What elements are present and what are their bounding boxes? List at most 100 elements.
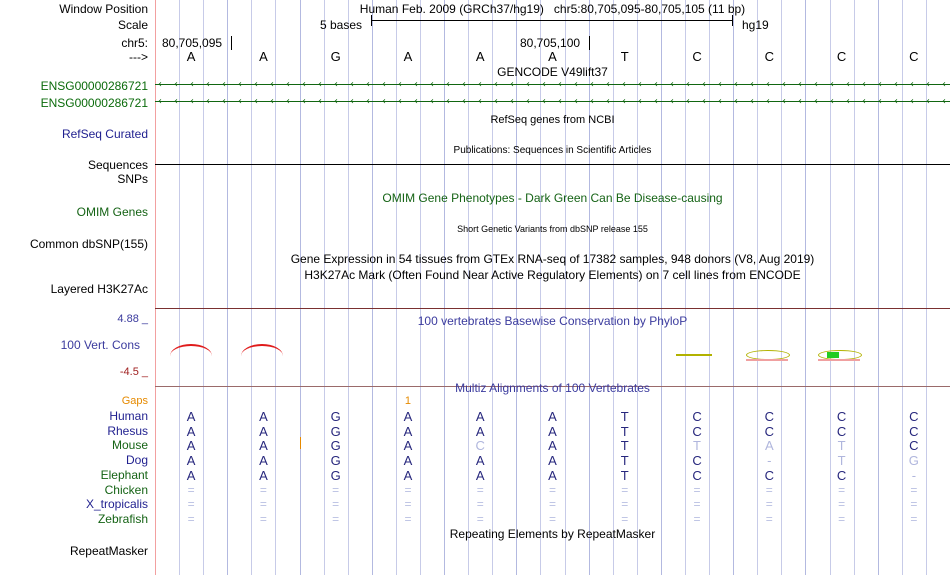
strand-arrow-left-icon: ‹ (782, 96, 786, 107)
strand-arrow-left-icon: ‹ (686, 96, 690, 107)
strand-arrow-left-icon: ‹ (910, 96, 914, 107)
h3k27ac-track-title: H3K27Ac Mark (Often Found Near Active Re… (304, 268, 801, 282)
label-omim-genes[interactable]: OMIM Genes (76, 205, 148, 219)
label-snps[interactable]: SNPs (117, 172, 148, 186)
sequences-track-line (155, 164, 950, 165)
strand-arrow-left-icon: ‹ (334, 96, 338, 107)
alignment-base: = (838, 512, 846, 526)
alignment-base: A (259, 424, 268, 439)
alignment-base: A (186, 438, 196, 453)
strand-arrow-left-icon: ‹ (606, 79, 610, 90)
strand-arrow-left-icon: ‹ (942, 96, 946, 107)
strand-arrow-left-icon: ‹ (718, 96, 722, 107)
alignment-base: T (620, 438, 629, 453)
multiz-track-title: Multiz Alignments of 100 Vertebrates (455, 381, 650, 395)
ruler-coord-mid: 80,705,100 (520, 36, 581, 50)
scale-bar-tick-left (371, 15, 372, 26)
alignment-base: = (332, 512, 340, 526)
strand-arrow-left-icon: ‹ (206, 96, 210, 107)
alignment-base: A (548, 424, 557, 439)
alignment-base: A (403, 438, 413, 453)
alignment-base: A (475, 409, 485, 424)
alignment-base: A (403, 424, 413, 439)
strand-arrow-left-icon: ‹ (446, 96, 450, 107)
alignment-base: C (836, 424, 847, 439)
label-gencode-transcript-1[interactable]: ENSG00000286721 (40, 79, 148, 93)
conservation-highlight-green (827, 352, 839, 358)
gap-count: 1 (404, 395, 412, 407)
strand-arrow-left-icon: ‹ (510, 79, 514, 90)
alignment-base: A (403, 468, 413, 483)
species-label-dog[interactable]: Dog (125, 453, 148, 467)
alignment-base: = (910, 497, 918, 511)
alignment-base: C (836, 468, 847, 483)
alignment-base: - (911, 468, 917, 483)
alignment-base: T (620, 468, 629, 483)
conservation-track-top-border (155, 308, 950, 309)
species-label-human[interactable]: Human (109, 409, 148, 423)
strand-arrow-left-icon: ‹ (718, 79, 722, 90)
label-100-vert-cons[interactable]: 100 Vert. Cons (60, 338, 140, 352)
strand-arrow-left-icon: ‹ (542, 79, 546, 90)
species-label-x_tropicalis[interactable]: X_tropicalis (85, 497, 148, 511)
alignment-base: A (259, 409, 268, 424)
alignment-base: T (620, 453, 629, 468)
alignment-base: A (475, 453, 485, 468)
label-gencode-transcript-2[interactable]: ENSG00000286721 (40, 96, 148, 110)
strand-arrow-left-icon: ‹ (846, 79, 850, 90)
label-refseq-curated[interactable]: RefSeq Curated (61, 127, 148, 141)
alignment-base: = (693, 497, 701, 511)
species-label-rhesus[interactable]: Rhesus (107, 424, 148, 438)
label-layered-h3k27ac[interactable]: Layered H3K27Ac (50, 282, 148, 296)
alignment-base: = (765, 512, 773, 526)
alignment-base: C (475, 438, 485, 453)
strand-arrow-left-icon: ‹ (590, 96, 594, 107)
strand-arrow-left-icon: ‹ (558, 79, 562, 90)
strand-arrow-left-icon: ‹ (254, 96, 258, 107)
gencode-track-title: GENCODE V49lift37 (497, 65, 608, 79)
strand-arrow-left-icon: ‹ (302, 79, 306, 90)
alignment-base: = (765, 483, 773, 497)
alignment-base: A (475, 468, 485, 483)
species-label-elephant[interactable]: Elephant (100, 468, 148, 482)
alignment-base: A (186, 409, 196, 424)
omim-track-title: OMIM Gene Phenotypes - Dark Green Can Be… (382, 191, 723, 205)
strand-arrow-left-icon: ‹ (894, 79, 898, 90)
label-gaps[interactable]: Gaps (121, 395, 148, 407)
alignment-base: G (330, 424, 341, 439)
species-label-zebrafish[interactable]: Zebrafish (97, 512, 148, 526)
strand-arrow-left-icon: ‹ (670, 96, 674, 107)
reference-base: A (548, 49, 557, 64)
strand-arrow-left-icon: ‹ (734, 79, 738, 90)
strand-arrow-left-icon: ‹ (654, 96, 658, 107)
strand-arrow-left-icon: ‹ (254, 79, 258, 90)
strand-arrow-left-icon: ‹ (926, 79, 930, 90)
gencode-transcript-line-1[interactable]: ‹‹‹‹‹‹‹‹‹‹‹‹‹‹‹‹‹‹‹‹‹‹‹‹‹‹‹‹‹‹‹‹‹‹‹‹‹‹‹‹… (155, 79, 950, 90)
strand-arrow-left-icon: ‹ (430, 96, 434, 107)
label-sequences[interactable]: Sequences (87, 158, 148, 172)
alignment-base: = (404, 497, 412, 511)
strand-arrow-left-icon: ‹ (270, 79, 274, 90)
label-repeatmasker[interactable]: RepeatMasker (69, 544, 148, 558)
alignment-base: = (332, 497, 340, 511)
species-label-mouse[interactable]: Mouse (111, 438, 148, 452)
strand-arrow-left-icon: ‹ (478, 79, 482, 90)
strand-arrow-left-icon: ‹ (398, 96, 402, 107)
strand-arrow-left-icon: ‹ (750, 79, 754, 90)
gencode-transcript-line-2[interactable]: ‹‹‹‹‹‹‹‹‹‹‹‹‹‹‹‹‹‹‹‹‹‹‹‹‹‹‹‹‹‹‹‹‹‹‹‹‹‹‹‹… (155, 96, 950, 107)
publications-track-title: Publications: Sequences in Scientific Ar… (453, 145, 652, 156)
strand-arrow-left-icon: ‹ (638, 96, 642, 107)
alignment-base: A (764, 438, 774, 453)
alignment-base: = (910, 483, 918, 497)
species-label-chicken[interactable]: Chicken (104, 483, 148, 497)
alignment-base: A (403, 409, 413, 424)
alignment-base: C (909, 424, 919, 439)
strand-arrow-left-icon: ‹ (814, 79, 818, 90)
alignment-base: = (548, 483, 556, 497)
reference-base: C (909, 49, 919, 64)
alignment-base: T (620, 409, 629, 424)
repeatmasker-track-title: Repeating Elements by RepeatMasker (449, 527, 656, 541)
label-common-dbsnp[interactable]: Common dbSNP(155) (29, 237, 148, 251)
strand-arrow-left-icon: ‹ (542, 96, 546, 107)
strand-arrow-left-icon: ‹ (318, 79, 322, 90)
